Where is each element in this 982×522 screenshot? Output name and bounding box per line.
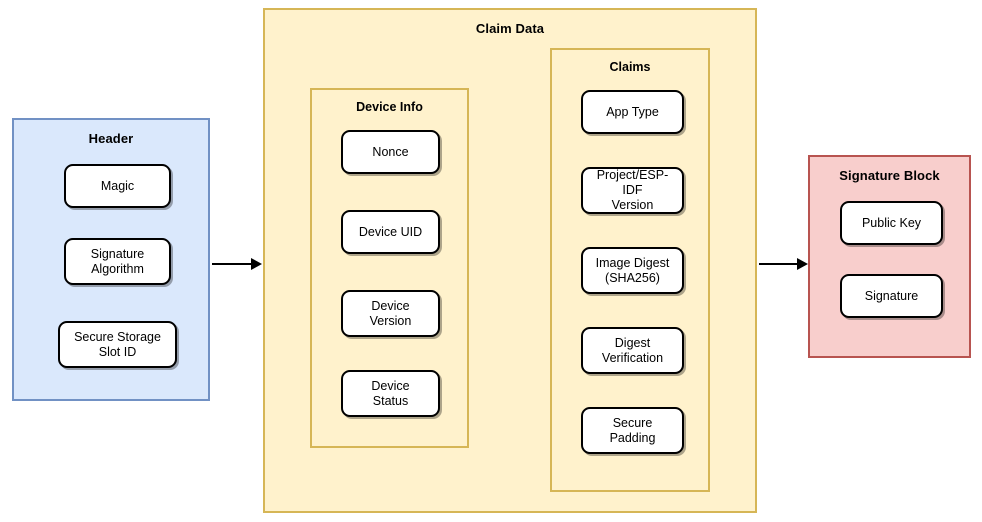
- header-block: Header Magic Signature Algorithm Secure …: [12, 118, 210, 401]
- node-device-status: Device Status: [341, 370, 440, 417]
- claims-panel: Claims App Type Project/ESP-IDF Version …: [550, 48, 710, 492]
- node-signature-algorithm: Signature Algorithm: [64, 238, 171, 285]
- device-info-panel: Device Info Nonce Device UID Device Vers…: [310, 88, 469, 448]
- node-secure-storage-slot-id: Secure Storage Slot ID: [58, 321, 177, 368]
- node-device-version: Device Version: [341, 290, 440, 337]
- node-public-key: Public Key: [840, 201, 943, 245]
- node-nonce: Nonce: [341, 130, 440, 174]
- signature-block: Signature Block Public Key Signature: [808, 155, 971, 358]
- node-signature: Signature: [840, 274, 943, 318]
- node-digest-verification: Digest Verification: [581, 327, 684, 374]
- node-image-digest-sha256: Image Digest (SHA256): [581, 247, 684, 294]
- node-magic: Magic: [64, 164, 171, 208]
- node-device-uid: Device UID: [341, 210, 440, 254]
- node-secure-padding: Secure Padding: [581, 407, 684, 454]
- node-app-type: App Type: [581, 90, 684, 134]
- arrow-header-to-claim-data: [212, 258, 262, 270]
- claim-data-title: Claim Data: [475, 21, 545, 36]
- node-project-esp-idf-version: Project/ESP-IDF Version: [581, 167, 684, 214]
- claims-title: Claims: [609, 60, 651, 74]
- arrow-claim-data-to-signature-block: [759, 258, 808, 270]
- signature-block-title: Signature Block: [839, 168, 940, 183]
- device-info-title: Device Info: [356, 100, 423, 114]
- header-block-title: Header: [88, 131, 134, 146]
